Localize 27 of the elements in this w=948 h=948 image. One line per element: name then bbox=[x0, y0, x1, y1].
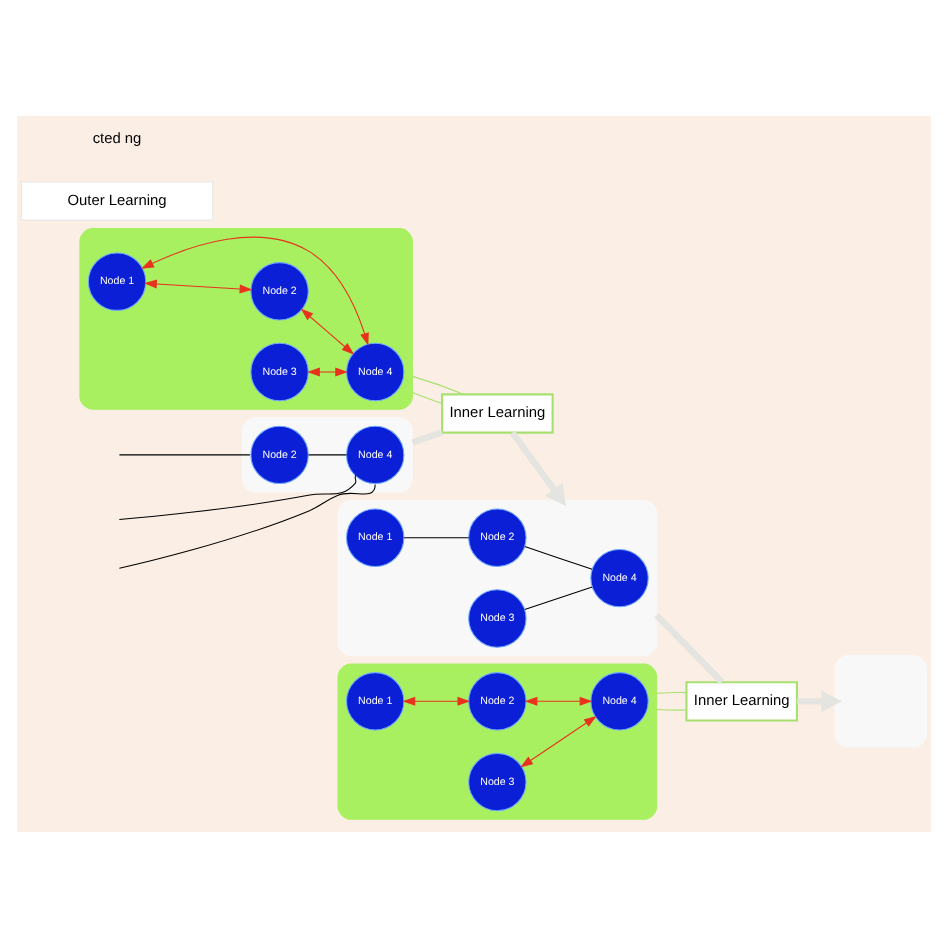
cluster bbox=[337, 663, 658, 820]
connector bbox=[524, 546, 593, 570]
connector bbox=[308, 454, 347, 456]
arrow bbox=[509, 430, 566, 507]
connector bbox=[118, 474, 357, 521]
connector bbox=[118, 454, 251, 456]
arrow bbox=[402, 696, 471, 706]
connector bbox=[411, 375, 465, 395]
arrow bbox=[307, 367, 349, 377]
connector bbox=[654, 612, 725, 685]
arrow bbox=[141, 236, 369, 346]
connector bbox=[411, 392, 443, 404]
arrow bbox=[797, 690, 842, 713]
cluster bbox=[79, 228, 413, 410]
cluster bbox=[337, 500, 658, 657]
arrow bbox=[300, 308, 355, 355]
arrow bbox=[144, 279, 253, 294]
connector bbox=[656, 708, 687, 711]
node-box bbox=[834, 655, 928, 748]
connector bbox=[411, 429, 443, 446]
arrow bbox=[524, 696, 593, 706]
cluster bbox=[241, 417, 413, 493]
connector bbox=[524, 586, 593, 611]
connector bbox=[403, 537, 470, 539]
connector bbox=[118, 484, 376, 569]
connector bbox=[656, 692, 687, 694]
arrow bbox=[520, 715, 597, 768]
